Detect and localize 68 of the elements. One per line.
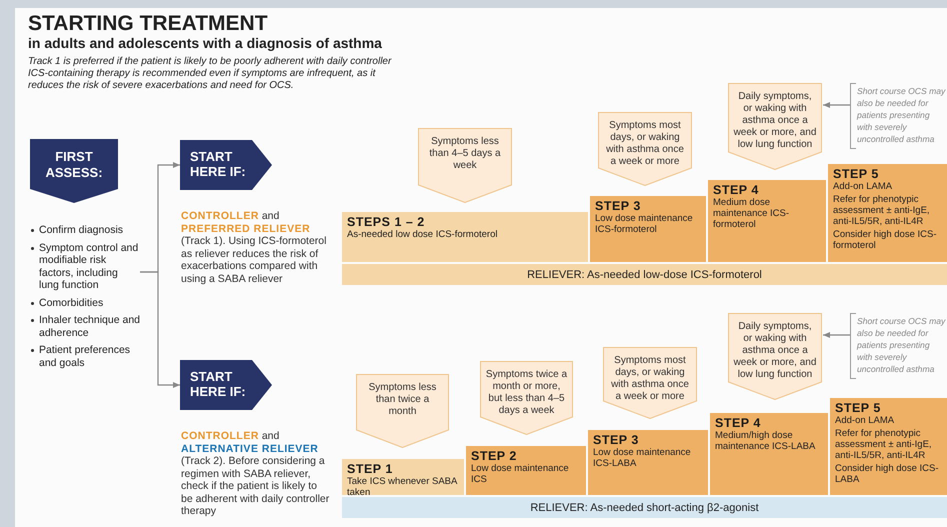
- symptom-text: Symptoms most days, or waking with asthma once a week or more: [610, 355, 690, 403]
- step-heading: STEPS 1 – 2: [347, 215, 426, 229]
- bullet-item: Inhaler technique and adherence: [30, 314, 140, 339]
- step-text: Refer for phenotypic assessment ± anti-IgE, anti-IL5/5R, anti-IL4R: [833, 194, 931, 227]
- symptom-text: Symptoms twice a month or more, but less than 4–5 days a week: [485, 369, 568, 417]
- step-box: [830, 398, 947, 495]
- banner-text: START HERE IF:: [190, 149, 247, 179]
- start-banner: [180, 360, 272, 410]
- step-text: Refer for phenotypic assessment ± anti-IgE, anti-IL5/5R, anti-IL4R: [835, 428, 933, 461]
- step-text: Add-on LAMA: [833, 181, 894, 192]
- subtitle: in adults and adolescents with a diagnosis of asthma: [28, 35, 382, 51]
- step-text: Consider high dose ICS-formoterol: [833, 229, 938, 251]
- step-text: As-needed low dose ICS-formoterol: [347, 229, 498, 240]
- step-heading: STEP 4: [715, 416, 762, 430]
- track-description: CONTROLLER and PREFERRED RELIEVER (Track 1). Using ICS-formoterol as reliever reduces the risk of exacerbations compared with using a SABA reliever: [181, 210, 328, 285]
- banner-text: FIRST ASSESS:: [44, 149, 104, 181]
- step-heading: STEP 3: [595, 199, 642, 213]
- symptom-text: Symptoms less than 4–5 days a week: [428, 136, 502, 172]
- step-text: Low dose maintenance ICS-LABA: [593, 447, 692, 469]
- step-box: [710, 413, 828, 495]
- step-text: Take ICS whenever SABA taken: [347, 476, 458, 498]
- banner-text: START HERE IF:: [190, 369, 247, 399]
- symptom-callout: [728, 313, 822, 400]
- step-text: Medium/high dose maintenance ICS-LABA: [715, 430, 816, 452]
- symptom-text: Daily symptoms, or waking with asthma once a week or more, and low lung function: [733, 321, 817, 381]
- step-text: Low dose maintenance ICS-formoterol: [595, 213, 694, 235]
- step-box: [342, 459, 464, 495]
- reliever-bar: [342, 264, 947, 285]
- bullet-item: Patient preferences and goals: [30, 344, 140, 369]
- start-banner: [180, 140, 272, 190]
- step-box: [708, 180, 826, 262]
- step-heading: STEP 4: [713, 183, 760, 197]
- bracket-note: [850, 313, 947, 379]
- arrow: [823, 332, 850, 338]
- step-heading: STEP 5: [833, 167, 880, 181]
- reliever-text: RELIEVER: As-needed short-acting β2-agonist: [530, 502, 759, 514]
- step-box: [590, 196, 706, 262]
- step-text: Medium dose maintenance ICS-formoterol: [713, 197, 790, 230]
- note-text: Track 1 is preferred if the patient is likely to be poorly adherent with daily controller ICS-containing therapy is recommended even if symptoms are infrequent, as it reduces the risk of severe exacerbations and need for OCS.: [28, 56, 392, 92]
- track-description: CONTROLLER and ALTERNATIVE RELIEVER (Track 2). Before considering a regimen with SABA reliever, check if the patient is likely to be adherent with daily controller therapy: [181, 430, 330, 518]
- step-heading: STEP 3: [593, 433, 640, 447]
- reliever-bar: [342, 497, 947, 518]
- step-heading: STEP 2: [471, 449, 518, 463]
- symptom-text: Symptoms most days, or waking with asthma once a week or more: [605, 120, 685, 168]
- arrow: [140, 271, 180, 388]
- symptom-callout: [728, 83, 822, 170]
- step-heading: STEP 5: [835, 401, 882, 415]
- step-box: [828, 164, 947, 262]
- step-box: [342, 212, 588, 262]
- step-box: [588, 430, 708, 495]
- bullet-item: Comorbidities: [30, 296, 140, 309]
- step-box: [466, 446, 586, 495]
- symptom-text: Daily symptoms, or waking with asthma once a week or more, and low lung function: [733, 91, 817, 151]
- bracket-note: [850, 83, 947, 149]
- assess-banner: [30, 139, 118, 203]
- reliever-text: RELIEVER: As-needed low-dose ICS-formoterol: [527, 268, 762, 280]
- note-text: Short course OCS may also be needed for patients presenting with severely uncontrolled asthma: [857, 315, 947, 375]
- bullet-item: Confirm diagnosis: [30, 224, 140, 236]
- arrow: [823, 102, 850, 108]
- note-text: Short course OCS may also be needed for patients presenting with severely uncontrolled asthma: [857, 85, 947, 145]
- bullet-item: Symptom control and modifiable risk factors, including lung function: [30, 242, 140, 292]
- step-text: Low dose maintenance ICS: [471, 463, 570, 485]
- title: STARTING TREATMENT: [28, 12, 268, 36]
- symptom-text: Symptoms less than twice a month: [368, 382, 438, 418]
- step-heading: STEP 1: [347, 462, 394, 476]
- symptom-callout: [603, 347, 697, 419]
- step-text: Add-on LAMA: [835, 415, 896, 426]
- step-text: Consider high dose ICS-LABA: [835, 463, 940, 485]
